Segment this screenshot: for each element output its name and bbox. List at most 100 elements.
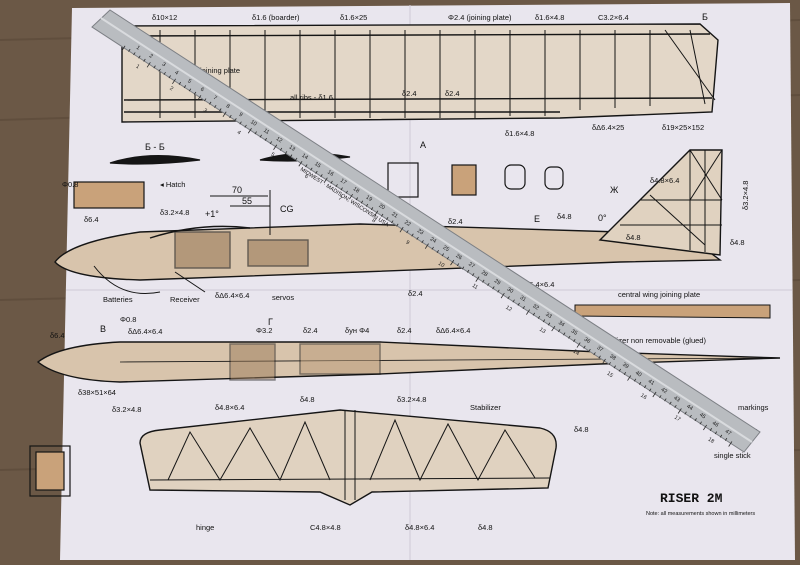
ruler-tick [163, 71, 166, 75]
ruler-number: 7 [212, 95, 218, 102]
g-mark: Г [268, 317, 273, 327]
ruler-tick [138, 55, 141, 59]
fin-d48x64-label: δ4.8×6.4 [650, 176, 679, 185]
wing-c-label: C3.2×6.4 [598, 13, 629, 22]
ruler-tick [664, 398, 667, 402]
top-d64-label: δ6.4 [50, 331, 65, 340]
ruler-tick [391, 220, 394, 224]
fuse-d24-label: δ2.4 [448, 217, 463, 226]
ruler-number: 11 [262, 128, 270, 136]
ruler-number: 44 [685, 404, 693, 412]
fuselage-labels: δ3.2×4.8 +1° 70 55 CG δ2.4 δ4.8 E 0° Ж δ… [103, 176, 750, 304]
fuse-dd64-label: δΔ6.4×6.4 [215, 291, 249, 300]
ruler-tick [537, 315, 541, 319]
hinge-detail [29, 445, 71, 497]
ruler-tick [492, 286, 495, 290]
ruler-ticks [121, 45, 733, 447]
ruler-tick [482, 279, 485, 283]
fuselage-side-view [54, 149, 723, 281]
ruler-tick [421, 240, 424, 244]
ruler-tick [613, 365, 616, 369]
ruler-tick [436, 250, 439, 253]
ruler-tick [573, 339, 576, 342]
ruler-tick [305, 164, 308, 168]
ruler-tick [365, 203, 369, 207]
ruler-number: 16 [639, 393, 647, 401]
ruler-number: 42 [660, 387, 668, 395]
ruler-number: 10 [249, 119, 257, 127]
ruler-number: 46 [711, 420, 719, 428]
servos-label: servos [272, 293, 294, 302]
ruler-tick [416, 236, 419, 240]
ruler-number: 7 [337, 196, 343, 203]
cg-label: CG [280, 204, 294, 214]
ruler-tick [659, 395, 662, 399]
ruler-number: 12 [275, 136, 283, 144]
receiver-label: Receiver [170, 295, 200, 304]
ruler-tick [709, 428, 713, 431]
wing-joining-plate-label: Φ2.4 (joining plate) [448, 13, 512, 22]
fuse-d32-label: δ3.2×4.8 [160, 208, 189, 217]
top-dyn-label: δун Φ4 [345, 326, 369, 335]
ruler-tick [279, 147, 283, 151]
fuselage-dimensions [93, 190, 271, 294]
ruler-tick [601, 358, 606, 365]
ruler-tick [532, 312, 536, 316]
ruler-number: 18 [707, 437, 715, 445]
wing-spar-label: δ10×12 [152, 13, 177, 22]
ruler-number: 9 [404, 240, 410, 247]
ruler-tick [370, 207, 374, 211]
ruler-number: 38 [608, 353, 616, 361]
ruler-number: 27 [467, 261, 475, 269]
wing-d24a-label: δ2.4 [402, 89, 417, 98]
fuse-dd64-right-label: δΔ6.4×6.4 [520, 280, 554, 289]
ruler-tick [320, 174, 323, 178]
ruler-tick [719, 434, 723, 438]
ruler-number: 35 [570, 328, 578, 336]
ruler-number: 37 [595, 345, 603, 353]
ruler-number: 4 [173, 70, 179, 77]
ruler-number: 1 [135, 45, 141, 52]
fuse-angle-label: +1° [205, 209, 219, 219]
ruler-tick [633, 378, 637, 382]
ruler-number: 15 [313, 161, 321, 169]
ruler-tick [677, 408, 682, 414]
ruler-tick [576, 342, 581, 348]
ruler-tick [526, 309, 530, 315]
ruler-tick [349, 193, 353, 200]
ruler-tick [315, 170, 318, 174]
stab-d32-label: δ3.2×4.8 [397, 395, 426, 404]
stab-d48-label: δ4.8 [300, 395, 315, 404]
ruler-tick [399, 226, 404, 233]
ruler-tick [188, 88, 192, 92]
ruler-tick [547, 322, 551, 326]
ruler-tick [500, 292, 505, 299]
ruler-tick [335, 184, 338, 188]
dim-70-label: 70 [232, 185, 242, 195]
ruler-tick [284, 151, 288, 155]
ruler-number: 8 [225, 103, 231, 110]
ruler-tick [360, 200, 364, 204]
ruler-tick [146, 62, 151, 68]
ruler-tick [441, 253, 445, 257]
ruler-tick [330, 180, 333, 184]
ruler-tick [551, 325, 556, 332]
ruler-number: 14 [572, 349, 580, 357]
ruler-tick [450, 259, 455, 266]
ruler-number: 21 [390, 211, 398, 219]
ruler-number: 41 [647, 379, 655, 387]
ruler-tick [517, 302, 520, 306]
ruler-tick [623, 371, 627, 375]
fuse-d48-label: δ4.8 [557, 212, 572, 221]
e-mark: E [534, 214, 540, 224]
ruler-tick [456, 263, 460, 267]
ruler-tick [487, 282, 490, 286]
ruler-tick [568, 335, 571, 339]
ruler-tick [295, 157, 298, 161]
ruler-tick [219, 108, 222, 112]
ruler-tick [703, 424, 707, 431]
ruler-highlight [100, 17, 753, 443]
stab-d48-right-label: δ4.8 [574, 425, 589, 434]
fuse-d24-low-label: δ2.4 [408, 289, 423, 298]
ruler-tick [289, 154, 293, 158]
